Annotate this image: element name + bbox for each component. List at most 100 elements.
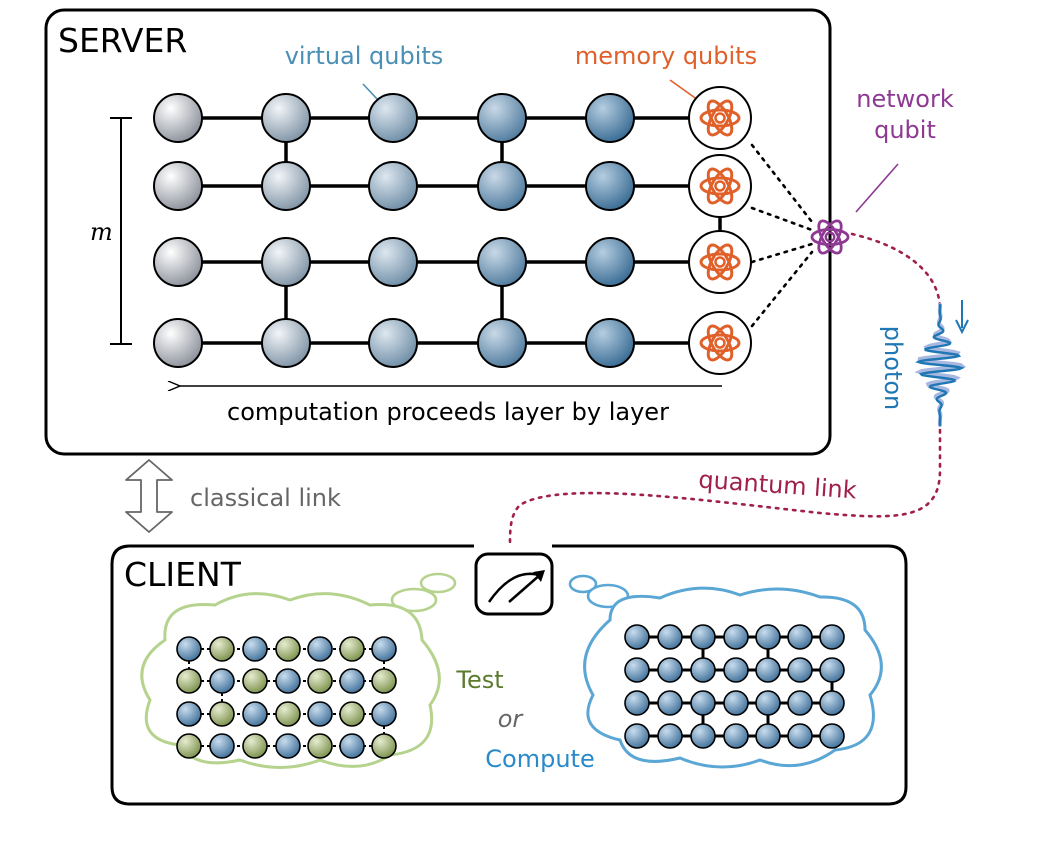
classical-link-label: classical link (190, 484, 341, 512)
compute-qubit (723, 657, 749, 683)
compute-qubit (690, 657, 716, 683)
test-qubit (242, 701, 268, 727)
compute-qubit (690, 624, 716, 650)
compute-qubit (755, 624, 781, 650)
trap-qubit (339, 636, 365, 662)
compute-qubit (657, 624, 683, 650)
compute-qubit (787, 690, 813, 716)
virtual-qubit (153, 318, 203, 368)
test-qubit (339, 668, 365, 694)
test-qubit (371, 636, 397, 662)
photon-wave-packet-icon (914, 300, 969, 427)
m-label: m (90, 218, 113, 246)
classical-link-double-arrow-icon (125, 459, 173, 533)
virtual-qubit (585, 161, 635, 211)
compute-qubit (657, 657, 683, 683)
virtual-qubit (368, 161, 418, 211)
trap-qubit (275, 701, 301, 727)
quantum-link-label: quantum link (698, 466, 858, 505)
trap-qubit (371, 733, 397, 759)
measurement-meter-icon (474, 552, 554, 616)
compute-qubit (657, 723, 683, 749)
compute-qubit (755, 690, 781, 716)
compute-qubit (787, 657, 813, 683)
memory-qubits-pointer (669, 79, 699, 101)
network-qubit-label-line2: qubit (874, 116, 936, 144)
trap-qubit (242, 668, 268, 694)
trap-qubit (176, 668, 202, 694)
test-qubit (275, 733, 301, 759)
compute-qubit (819, 723, 845, 749)
compute-qubit (819, 657, 845, 683)
test-qubit (371, 701, 397, 727)
compute-qubit (723, 624, 749, 650)
virtual-qubit (585, 237, 635, 287)
virtual-qubit (153, 161, 203, 211)
test-qubit (209, 668, 235, 694)
memory-qubit (688, 154, 752, 218)
trap-qubit (307, 733, 333, 759)
memory-qubit-column (688, 86, 752, 375)
or-label: or (498, 705, 525, 733)
compute-qubit (624, 624, 650, 650)
memory-qubit (688, 230, 752, 294)
compute-qubit (723, 723, 749, 749)
trap-qubit (275, 636, 301, 662)
virtual-qubits-label: virtual qubits (285, 42, 444, 70)
server-lattice-nodes (153, 93, 635, 368)
virtual-qubit (153, 93, 203, 143)
virtual-qubit (585, 318, 635, 368)
network-qubit-label-line1: network (856, 85, 954, 113)
compute-lattice (624, 624, 845, 749)
memory-qubit (688, 86, 752, 150)
compute-qubit (657, 690, 683, 716)
test-qubit (209, 733, 235, 759)
virtual-qubit (261, 318, 311, 368)
trap-qubit (307, 668, 333, 694)
test-qubit (275, 668, 301, 694)
client-title: CLIENT (124, 555, 242, 594)
test-qubit (307, 701, 333, 727)
test-qubit (339, 733, 365, 759)
trap-qubit (209, 636, 235, 662)
trap-qubit (371, 668, 397, 694)
compute-qubit (755, 723, 781, 749)
compute-label: Compute (485, 745, 594, 773)
test-qubit (176, 701, 202, 727)
virtual-qubits-pointer (362, 83, 379, 101)
network-qubit-pointer (855, 163, 899, 213)
compute-qubit (819, 624, 845, 650)
compute-qubit (690, 690, 716, 716)
compute-qubit (624, 657, 650, 683)
virtual-qubit (261, 93, 311, 143)
memory-qubits-label: memory qubits (575, 42, 757, 70)
m-bracket (110, 117, 132, 345)
virtual-qubit (153, 237, 203, 287)
test-thought-bubbles (390, 572, 457, 613)
memory-network-links (750, 143, 814, 328)
test-qubit (307, 636, 333, 662)
test-lattice (176, 636, 397, 759)
computation-note: computation proceeds layer by layer (227, 398, 669, 426)
virtual-qubit (585, 93, 635, 143)
compute-qubit (690, 723, 716, 749)
quantum-link-lower (508, 428, 942, 547)
test-qubit (176, 636, 202, 662)
trap-qubit (176, 733, 202, 759)
compute-qubit (787, 723, 813, 749)
test-qubit (242, 636, 268, 662)
virtual-qubit (368, 318, 418, 368)
compute-qubit (723, 690, 749, 716)
compute-qubit (624, 690, 650, 716)
memory-qubit (688, 311, 752, 375)
compute-qubit (787, 624, 813, 650)
test-label: Test (455, 666, 503, 694)
compute-qubit (755, 657, 781, 683)
compute-qubit (819, 690, 845, 716)
trap-qubit (209, 701, 235, 727)
photon-label: photon (879, 326, 907, 410)
trap-qubit (339, 701, 365, 727)
virtual-qubit (368, 93, 418, 143)
virtual-qubit (368, 237, 418, 287)
